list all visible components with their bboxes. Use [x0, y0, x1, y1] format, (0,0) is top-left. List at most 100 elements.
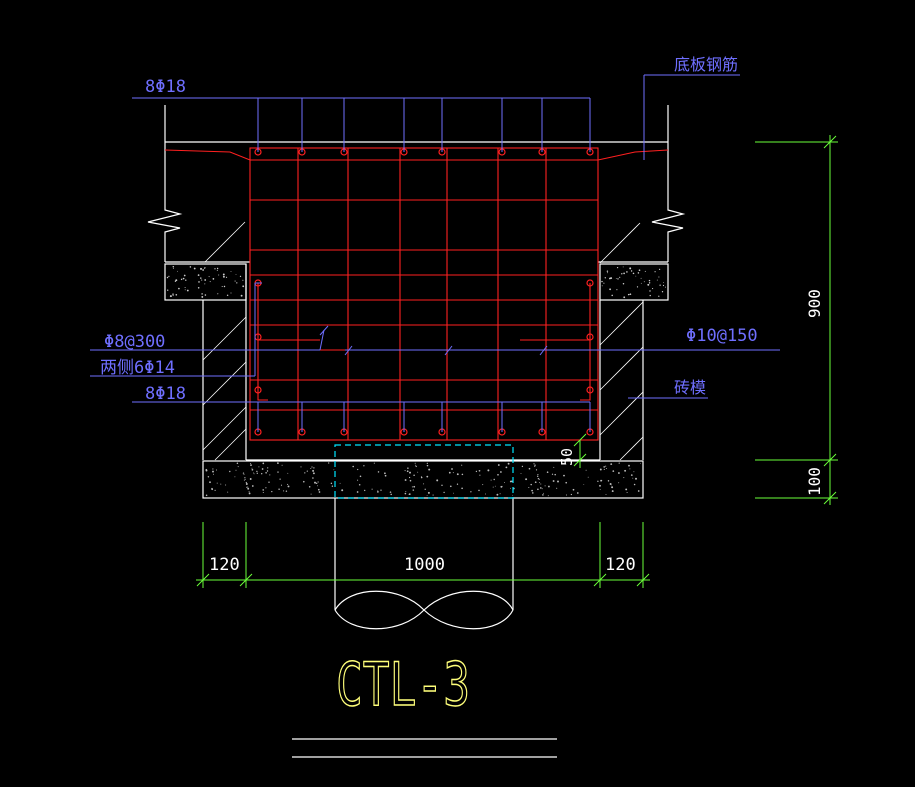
- cushion-speckle: [205, 462, 641, 497]
- speckle-dot: [585, 469, 587, 471]
- speckle-dot: [411, 486, 413, 488]
- speckle-dot: [234, 280, 236, 282]
- speckle-dot: [237, 466, 239, 468]
- speckle-dot: [461, 464, 463, 466]
- speckle-dot: [207, 476, 210, 478]
- speckle-dot: [183, 274, 186, 277]
- speckle-dot: [218, 274, 220, 276]
- speckle-dot: [408, 493, 410, 495]
- speckle-dot: [451, 468, 453, 470]
- speckle-dot: [212, 470, 214, 473]
- speckle-dot: [303, 480, 305, 483]
- speckle-dot: [249, 478, 252, 480]
- speckle-dot: [565, 494, 568, 496]
- side-rebar-dot: [586, 333, 594, 341]
- speckle-dot: [629, 293, 632, 296]
- speckle-dot: [185, 279, 187, 281]
- speckle-dot: [635, 275, 637, 277]
- speckle-dot: [539, 482, 541, 484]
- speckle-dot: [202, 269, 204, 271]
- speckle-dot: [404, 492, 407, 495]
- speckle-dot: [227, 491, 229, 493]
- speckle-dot: [565, 481, 568, 484]
- speckle-dot: [222, 275, 225, 278]
- speckle-dot: [234, 476, 236, 478]
- speckle-dot: [557, 480, 559, 483]
- brick-hatch: [202, 221, 644, 461]
- speckle-dot: [318, 491, 321, 493]
- speckle-dot: [647, 283, 650, 286]
- speckle-dot: [654, 271, 656, 273]
- dim-left-120: 120: [209, 555, 240, 575]
- speckle-dot: [317, 485, 319, 487]
- speckle-dot: [172, 295, 174, 297]
- speckle-dot: [656, 279, 658, 281]
- speckle-dot: [333, 469, 335, 471]
- speckle-dot: [623, 296, 626, 299]
- speckle-dot: [538, 478, 540, 480]
- speckle-dot: [278, 488, 280, 491]
- speckle-dot: [310, 468, 312, 469]
- speckle-dot: [453, 492, 455, 494]
- speckle-dot: [409, 479, 412, 482]
- speckle-dot: [659, 284, 661, 286]
- speckle-dot: [407, 467, 409, 469]
- speckle-dot: [652, 288, 654, 290]
- speckle-dot: [637, 272, 640, 274]
- speckle-dot: [597, 480, 599, 483]
- speckle-dot: [500, 485, 503, 488]
- speckle-dot: [247, 487, 250, 490]
- speckle-dot: [250, 464, 252, 466]
- speckle-dot: [624, 469, 627, 472]
- speckle-dot: [314, 481, 316, 484]
- speckle-dot: [576, 492, 579, 494]
- speckle-dot: [287, 485, 290, 488]
- speckle-dot: [200, 267, 202, 270]
- speckle-dot: [245, 481, 247, 484]
- speckle-dot: [377, 490, 379, 492]
- speckle-dot: [420, 476, 423, 479]
- speckle-dot: [635, 477, 637, 480]
- label-brick-mold: 砖模: [674, 378, 706, 397]
- speckle-dot: [448, 471, 451, 474]
- speckle-dot: [452, 472, 454, 474]
- speckle-dot: [262, 489, 265, 491]
- speckle-dot: [607, 272, 608, 274]
- speckle-dot: [626, 491, 628, 494]
- speckle-dot: [256, 472, 258, 474]
- brick-speckle: [166, 265, 666, 299]
- dimension-lines: [196, 135, 838, 588]
- dim-right-120: 120: [605, 555, 636, 575]
- speckle-dot: [426, 462, 428, 464]
- speckle-dot: [505, 466, 508, 469]
- speckle-dot: [436, 479, 439, 482]
- speckle-dot: [262, 462, 265, 465]
- speckle-dot: [475, 470, 478, 473]
- speckle-dot: [456, 473, 459, 476]
- speckle-dot: [180, 278, 183, 281]
- speckle-dot: [204, 294, 207, 296]
- speckle-dot: [174, 280, 177, 282]
- speckle-dot: [638, 269, 641, 272]
- dim-height-900: 900: [805, 289, 824, 318]
- speckle-dot: [547, 495, 549, 497]
- speckle-dot: [251, 467, 253, 469]
- speckle-dot: [208, 276, 210, 278]
- speckle-dot: [662, 282, 664, 283]
- speckle-dot: [601, 280, 603, 283]
- rebar-dots: [254, 148, 594, 436]
- speckle-dot: [461, 473, 464, 476]
- speckle-dot: [619, 276, 621, 278]
- speckle-dot: [629, 267, 632, 270]
- speckle-dot: [240, 294, 243, 297]
- speckle-dot: [493, 478, 495, 481]
- speckle-dot: [528, 486, 530, 489]
- speckle-dot: [404, 479, 407, 481]
- speckle-dot: [341, 489, 344, 492]
- speckle-dot: [389, 491, 392, 493]
- speckle-dot: [201, 295, 204, 298]
- speckle-dot: [212, 468, 214, 470]
- speckle-dot: [626, 271, 628, 273]
- speckle-dot: [197, 287, 200, 289]
